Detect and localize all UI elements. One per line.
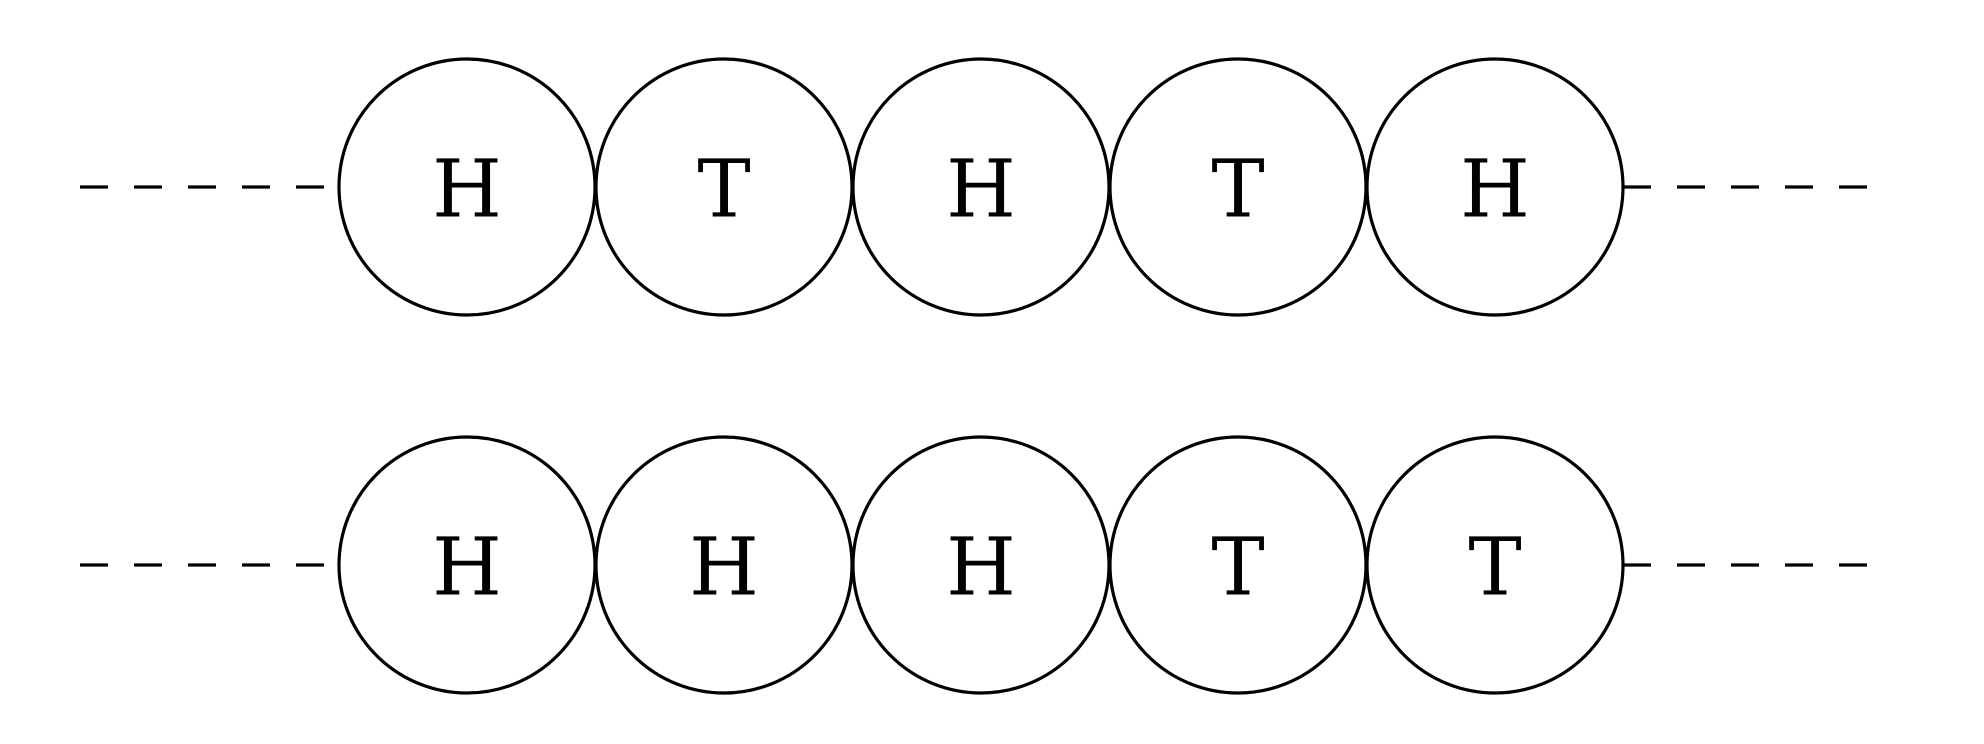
coin-label: T	[697, 143, 750, 236]
coin-tails: T	[1365, 435, 1625, 695]
coin-heads: H	[337, 57, 597, 317]
coin-heads: H	[851, 435, 1111, 695]
coin-tails: T	[1108, 57, 1368, 317]
coin-label: H	[946, 521, 1016, 614]
coin-label: H	[432, 521, 502, 614]
coin-heads: H	[594, 435, 854, 695]
coin-circle	[1365, 435, 1625, 695]
coin-label: H	[946, 143, 1016, 236]
coin-tails: T	[1108, 435, 1368, 695]
coin-tails: T	[594, 57, 854, 317]
coin-circle	[1365, 57, 1625, 317]
coin-label: H	[689, 521, 759, 614]
coin-label: T	[1211, 521, 1264, 614]
coin-heads: H	[337, 435, 597, 695]
coin-label: T	[1211, 143, 1264, 236]
coin-label: T	[1468, 521, 1521, 614]
coin-heads: H	[851, 57, 1111, 317]
coin-label: H	[1460, 143, 1530, 236]
coin-label: H	[432, 143, 502, 236]
coin-heads: H	[1365, 57, 1625, 317]
